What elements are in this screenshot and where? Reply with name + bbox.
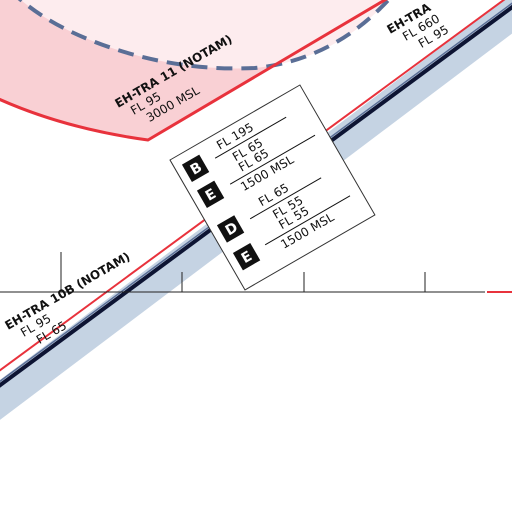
airspace-divider <box>264 195 351 246</box>
airspace-class-badge <box>216 215 245 243</box>
airspace-divider <box>249 177 322 220</box>
airspace-class-badge <box>181 154 210 182</box>
airspace-class-badge <box>196 180 225 208</box>
airspace-box-frame <box>169 84 376 291</box>
airspace-divider <box>214 116 287 159</box>
airspace-divider <box>229 134 316 185</box>
notam-boundary <box>17 0 391 71</box>
tra11-boundary <box>0 0 388 142</box>
airspace-class-badge <box>232 242 261 271</box>
airspace-class-box: B FL 195 FL 65 E FL 65 1500 MSL D FL 65 … <box>169 84 376 291</box>
